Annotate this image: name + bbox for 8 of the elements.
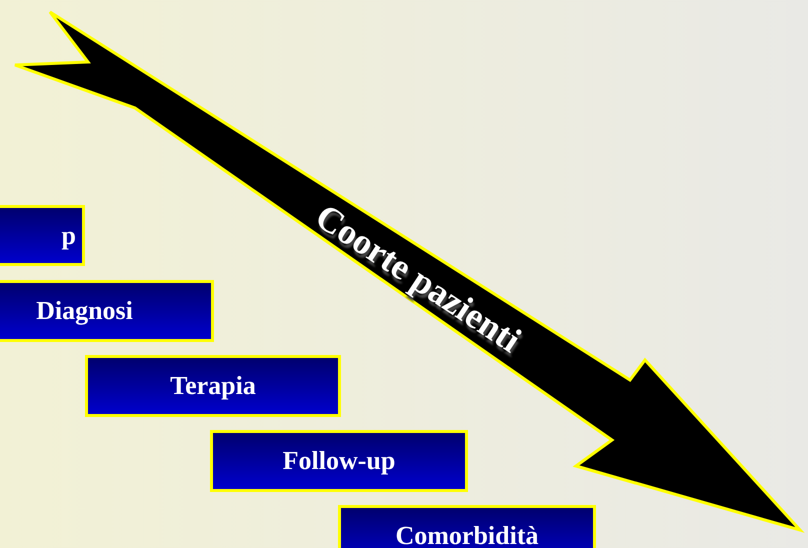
step-box: [210, 430, 468, 492]
step-label: Terapia: [170, 371, 256, 401]
step-box: [0, 280, 214, 342]
step-label: p: [62, 220, 76, 250]
step-label: Comorbidità: [396, 521, 538, 548]
step-label: Follow-up: [282, 446, 396, 476]
step-box: [85, 355, 341, 417]
step-label: Diagnosi: [36, 296, 133, 326]
